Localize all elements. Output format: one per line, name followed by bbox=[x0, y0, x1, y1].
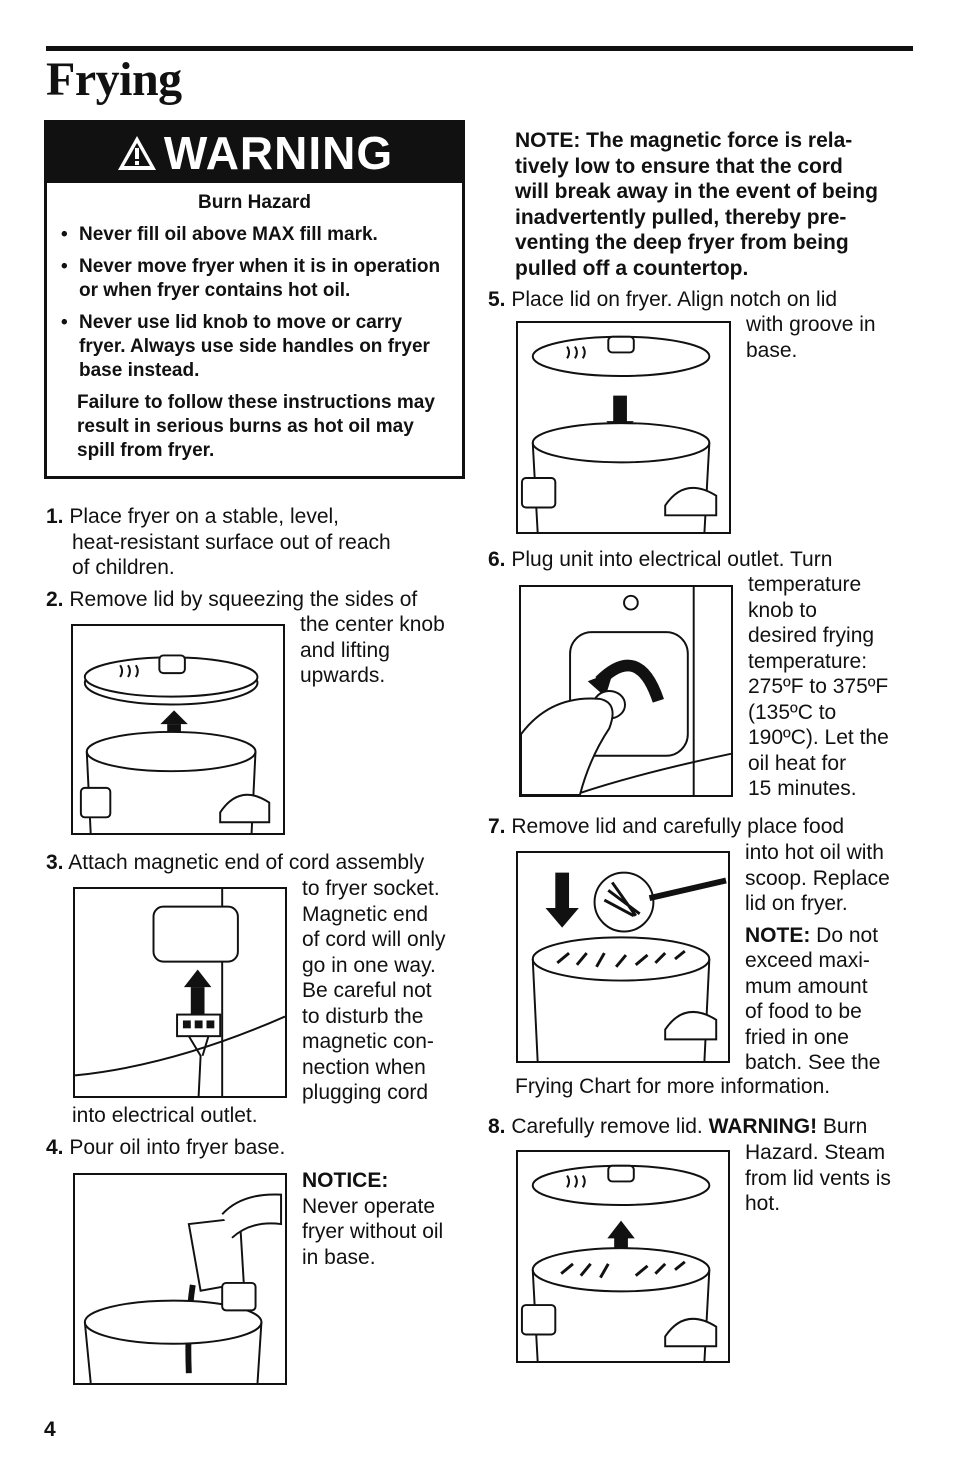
step-6-first-line: 6. Plug unit into electrical outlet. Tur… bbox=[488, 548, 833, 571]
step-number: 7. bbox=[488, 815, 506, 838]
step-3-after: into electrical outlet. bbox=[72, 1104, 258, 1127]
warning-box: WARNING Burn Hazard •Never fill oil abov… bbox=[44, 120, 465, 479]
page-number: 4 bbox=[44, 1418, 56, 1441]
step-number: 8. bbox=[488, 1115, 506, 1138]
lid-removal-illustration bbox=[71, 624, 285, 835]
step-7-after: Frying Chart for more information. bbox=[515, 1075, 831, 1098]
step-4-first-line: 4. Pour oil into fryer base. bbox=[46, 1136, 286, 1159]
step-5-first-line: 5. Place lid on fryer. Align notch on li… bbox=[488, 288, 838, 311]
step-number: 5. bbox=[488, 288, 506, 311]
step-8-first-line: 8. Carefully remove lid. WARNING! Burn bbox=[488, 1115, 868, 1138]
warning-item: •Never fill oil above MAX fill mark. bbox=[61, 224, 378, 245]
page-title: Frying bbox=[46, 53, 182, 106]
step-7-first-line: 7. Remove lid and carefully place food bbox=[488, 815, 845, 838]
magnetic-note: NOTE: The magnetic force is rela-tively … bbox=[515, 129, 878, 280]
lid-place-illustration bbox=[516, 321, 731, 534]
warning-heading: WARNING bbox=[163, 127, 394, 179]
step-number: 3. bbox=[46, 851, 64, 874]
place-food-illustration bbox=[516, 851, 730, 1063]
header-rule bbox=[46, 46, 913, 51]
step-number: 2. bbox=[46, 588, 64, 611]
temperature-knob-illustration bbox=[519, 585, 733, 797]
warning-list: •Never fill oil above MAX fill mark. •Ne… bbox=[61, 223, 448, 383]
step-number: 1. bbox=[46, 505, 64, 528]
step-number: 4. bbox=[46, 1136, 64, 1159]
warning-body: Burn Hazard •Never fill oil above MAX fi… bbox=[47, 183, 462, 463]
step-number: 6. bbox=[488, 548, 506, 571]
warning-item: •Never move fryer when it is in operatio… bbox=[61, 256, 441, 301]
remove-lid-illustration bbox=[516, 1150, 730, 1363]
step-2-first-line: 2. Remove lid by squeezing the sides of bbox=[46, 588, 418, 611]
warning-item: •Never use lid knob to move or carry fry… bbox=[61, 312, 430, 381]
pour-oil-illustration bbox=[73, 1173, 287, 1385]
warning-header: WARNING bbox=[47, 123, 462, 183]
step-1: 1. Place fryer on a stable, level, heat-… bbox=[46, 505, 391, 579]
cord-attach-illustration bbox=[73, 887, 287, 1098]
hazard-title: Burn Hazard bbox=[198, 192, 311, 213]
step-3-first-line: 3. Attach magnetic end of cord assembly bbox=[46, 851, 425, 874]
warning-footer: Failure to follow these instructions may… bbox=[77, 392, 435, 461]
warning-triangle-icon bbox=[117, 136, 156, 170]
